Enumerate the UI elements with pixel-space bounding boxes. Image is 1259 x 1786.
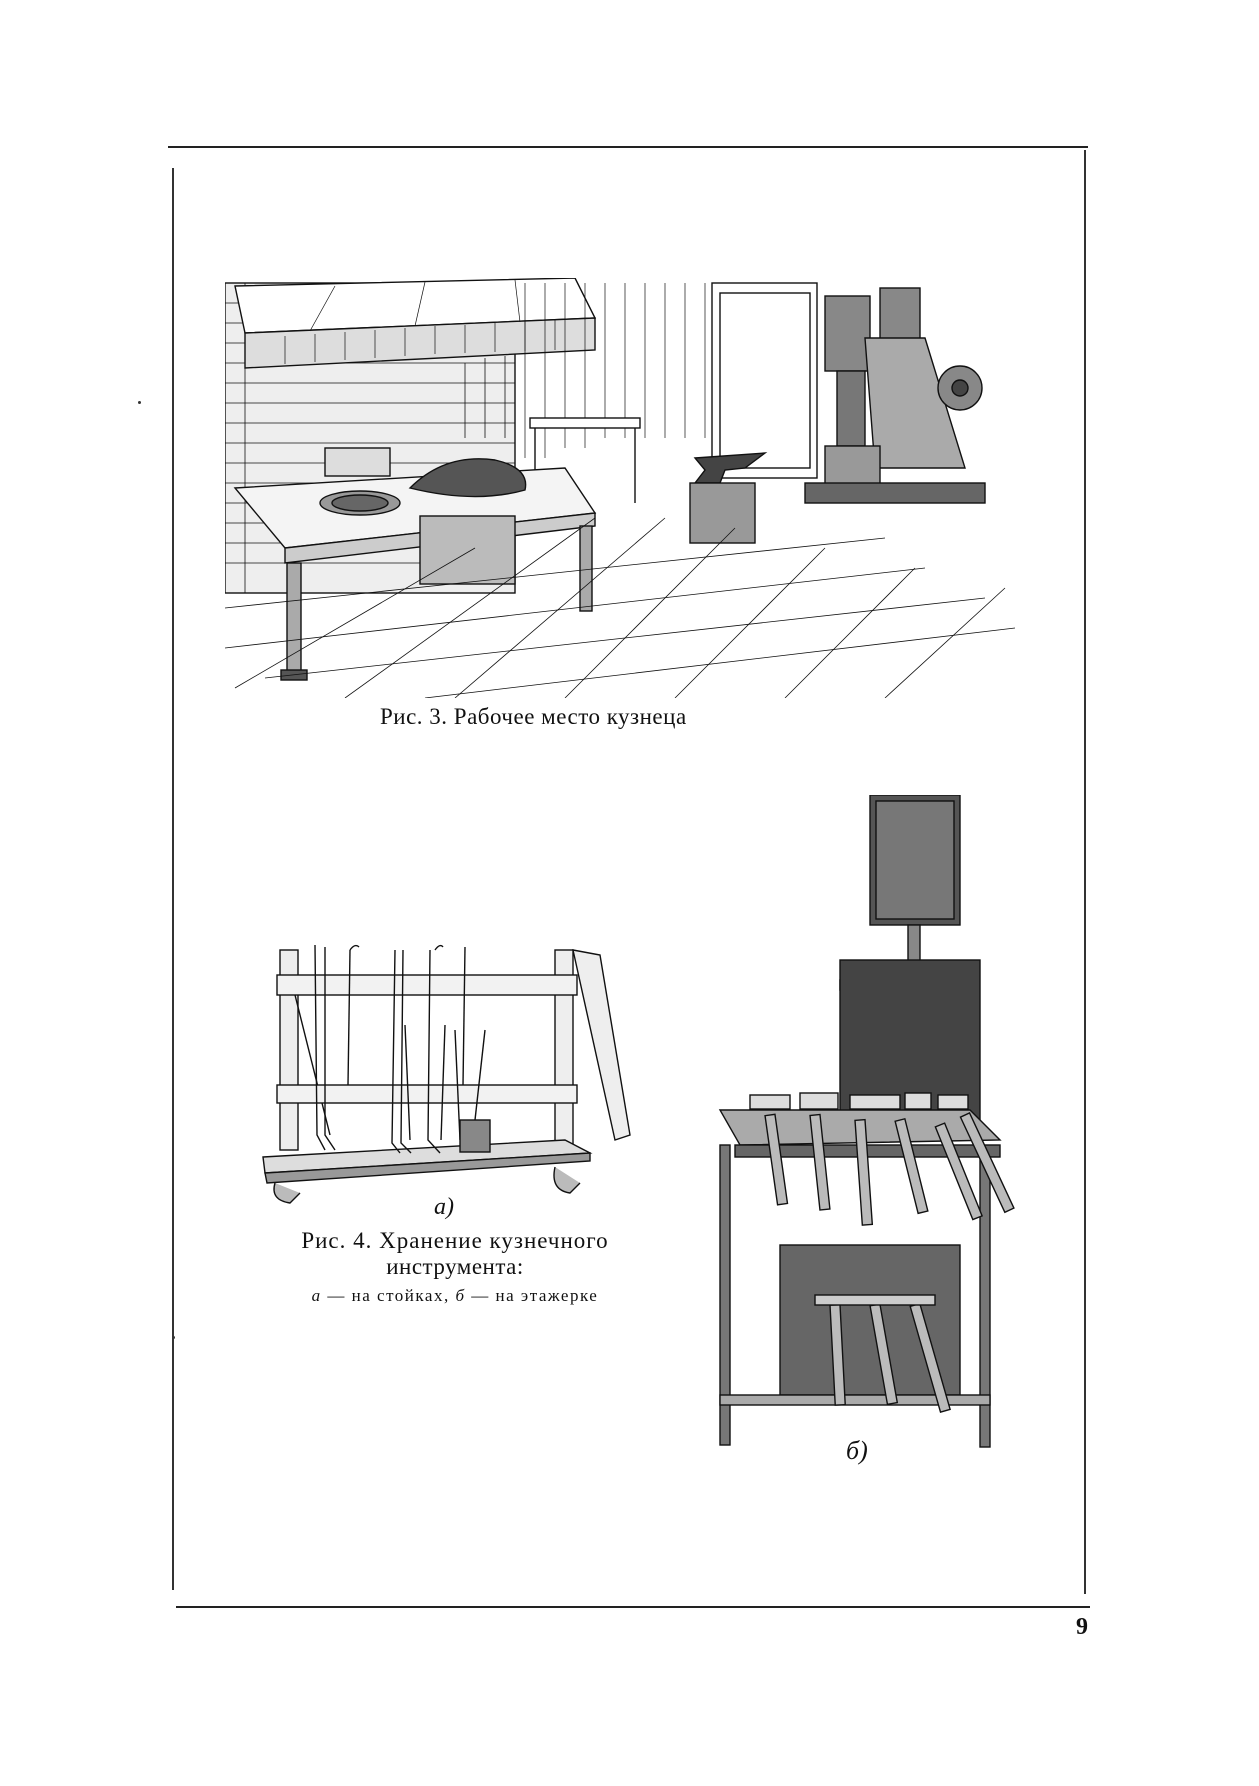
page-number: 9	[1076, 1614, 1088, 1640]
figure-3-illustration	[225, 278, 1016, 698]
frame-bottom-rule	[176, 1606, 1090, 1608]
figure-4-caption: Рис. 4. Хранение кузнечного инструмента:…	[255, 1228, 655, 1306]
scan-speck	[138, 401, 141, 404]
legend-a-letter: а	[311, 1286, 322, 1305]
frame-top-rule	[168, 146, 1088, 148]
frame-left-rule	[172, 168, 174, 1590]
figure-4a-tool-stand	[262, 944, 631, 1204]
figure-4b-label: б)	[846, 1436, 868, 1465]
legend-b-letter: б	[455, 1286, 466, 1305]
frame-right-rule	[1084, 150, 1086, 1594]
figure-4-caption-line2: инструмента:	[386, 1254, 524, 1279]
figure-4-caption-line1: Рис. 4. Хранение кузнечного	[301, 1228, 609, 1253]
legend-b-text: — на этажерке	[465, 1286, 599, 1305]
legend-a-text: — на стойках,	[321, 1286, 456, 1305]
scan-speck	[172, 1336, 175, 1339]
figure-4b-tool-shelf	[718, 795, 1015, 1448]
figure-4a-label: а)	[434, 1194, 454, 1220]
figure-4-legend: а — на стойках, б — на этажерке	[255, 1286, 655, 1306]
figure-3-caption: Рис. 3. Рабочее место кузнеца	[380, 704, 687, 729]
